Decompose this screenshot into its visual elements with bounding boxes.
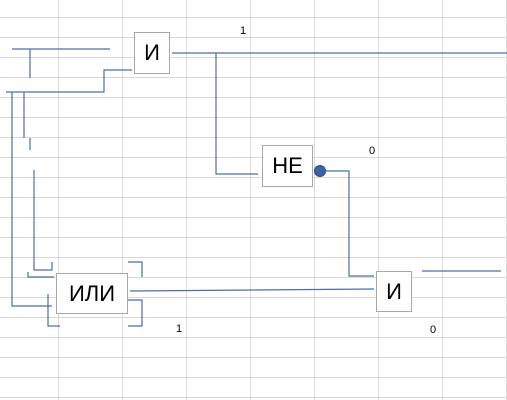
or-gate-label: ИЛИ (68, 280, 116, 306)
and-top-output-value: 1 (240, 25, 247, 37)
inversion-bubble (314, 165, 326, 177)
and-gate-bottom: И (376, 271, 412, 312)
wire-or-bracket-top (27, 272, 54, 278)
and-gate-top-label: И (144, 40, 160, 65)
and-gate-top: И (134, 32, 170, 74)
wire-or-output (129, 288, 375, 292)
and-gate-bottom-label: И (386, 278, 402, 304)
not-gate-label: НЕ (272, 153, 303, 178)
wire-and-input-two (6, 69, 132, 93)
wire-left-outer (11, 92, 52, 307)
wire-or-input-top (33, 262, 53, 271)
not-gate: НЕ (262, 145, 313, 187)
not-output-value: 0 (369, 145, 376, 157)
wire-or-bracket-right-top (128, 261, 143, 277)
wire-or-bracket-bottom-right (128, 299, 143, 327)
or-output-value: 1 (176, 323, 183, 335)
final-output-value: 0 (430, 324, 437, 336)
wire-not-output (326, 170, 374, 277)
wire-or-bracket-bottom-left (47, 294, 60, 327)
wire-to-not-input (215, 53, 258, 175)
or-gate: ИЛИ (56, 273, 128, 314)
